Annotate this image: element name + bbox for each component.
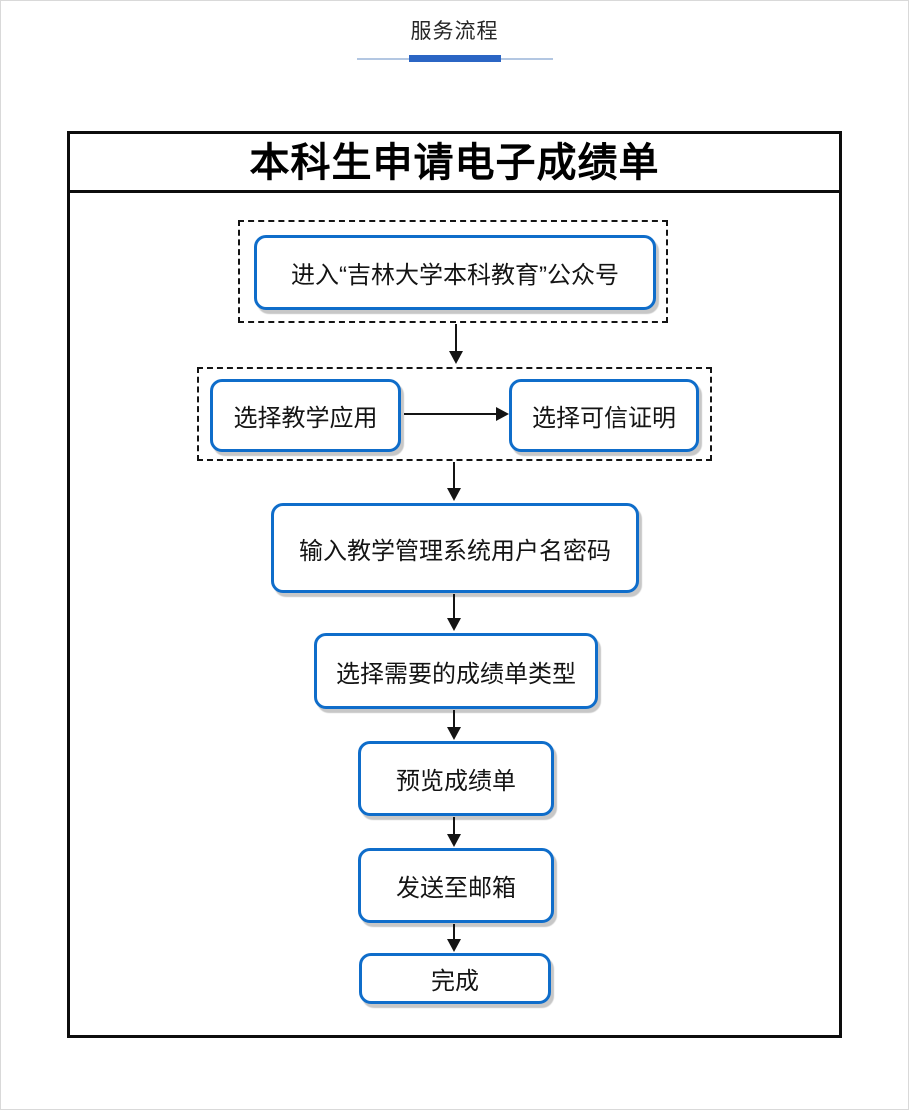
node-send-to-email: 发送至邮箱 — [358, 848, 554, 923]
node-enter-credentials: 输入教学管理系统用户名密码 — [271, 503, 639, 593]
node-preview-transcript: 预览成绩单 — [358, 741, 554, 816]
stage-group-official-account — [238, 220, 668, 323]
flowchart-title: 本科生申请电子成绩单 — [70, 134, 839, 193]
flow-arrow-right — [404, 413, 496, 415]
tab-service-process[interactable]: 服务流程 — [1, 15, 908, 45]
flow-arrow-down-1 — [455, 324, 457, 351]
node-select-teaching-app: 选择教学应用 — [210, 379, 401, 452]
node-done: 完成 — [359, 953, 551, 1004]
tab-label[interactable]: 服务流程 — [410, 20, 499, 43]
flow-arrow-down-6 — [453, 924, 455, 939]
flow-arrow-down-3 — [453, 594, 455, 618]
node-enter-official-account: 进入“吉林大学本科教育”公众号 — [254, 235, 656, 310]
tab-active-indicator — [408, 55, 501, 62]
tab-underline — [356, 55, 553, 63]
flow-arrow-down-2 — [453, 462, 455, 488]
flow-arrow-down-4 — [453, 710, 455, 727]
flow-arrow-down-5 — [453, 817, 455, 834]
node-select-transcript-type: 选择需要的成绩单类型 — [314, 633, 598, 709]
stage-group-select-app — [197, 367, 712, 461]
flowchart-frame: 本科生申请电子成绩单 — [67, 131, 842, 1038]
node-select-trusted-certificate: 选择可信证明 — [509, 379, 699, 452]
